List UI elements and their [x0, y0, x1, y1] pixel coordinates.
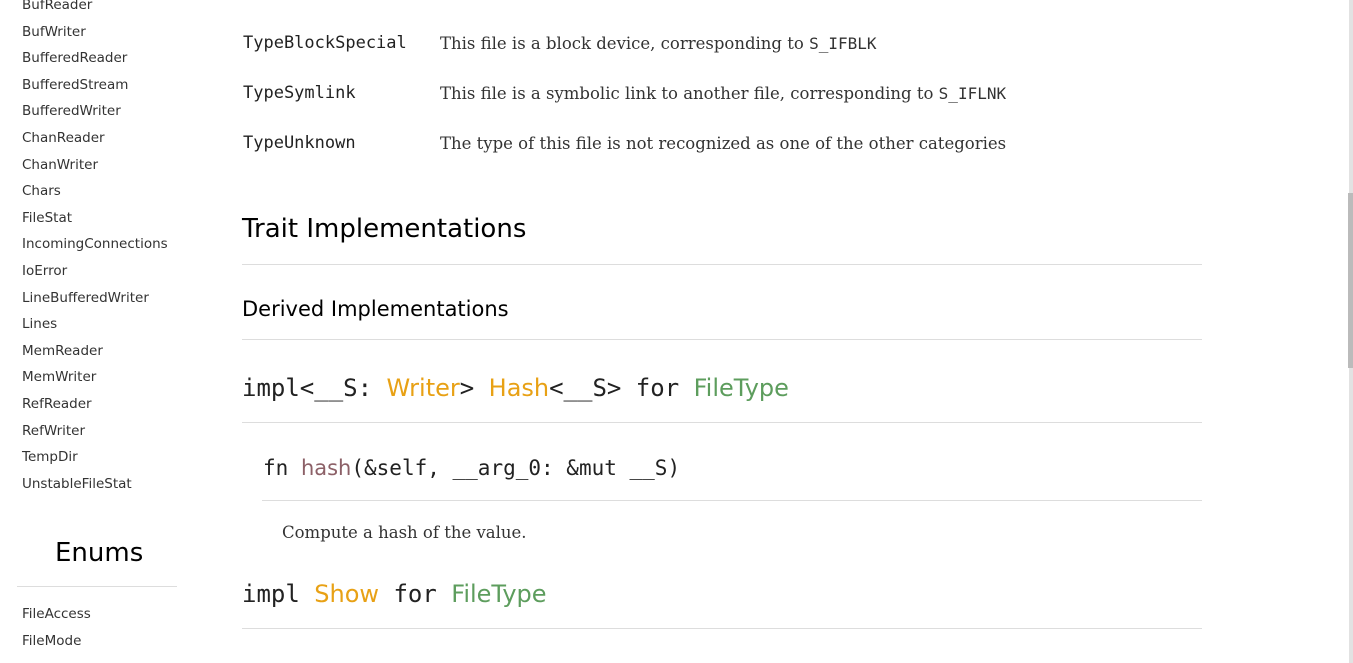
description-text: The type of this file is not recognized …	[440, 134, 1007, 153]
code-text: impl	[242, 580, 315, 608]
hash-link[interactable]: Hash	[488, 374, 550, 402]
impl-hash-header: impl<__S: Writer> Hash<__S> for FileType	[242, 374, 789, 402]
description-text: This file is a block device, correspondi…	[440, 34, 810, 53]
code-text: impl<__S:	[242, 374, 387, 402]
sidebar-item[interactable]: BufferedStream	[22, 76, 129, 93]
sidebar-item[interactable]: UnstableFileStat	[22, 475, 132, 492]
code-text: fn	[263, 456, 301, 480]
divider	[242, 264, 1202, 265]
sidebar-item[interactable]: IncomingConnections	[22, 236, 168, 253]
sidebar-item[interactable]: FileAccess	[22, 606, 91, 622]
sidebar-item[interactable]: BufWriter	[22, 23, 86, 40]
sidebar-item[interactable]: RefWriter	[22, 422, 86, 439]
variant-description: This file is a block device, correspondi…	[440, 34, 877, 53]
sidebar-item[interactable]: MemReader	[22, 342, 103, 359]
sidebar-item[interactable]: MemWriter	[22, 369, 97, 386]
sidebar-item[interactable]: BufferedWriter	[22, 103, 121, 120]
divider	[17, 586, 177, 587]
sidebar-item[interactable]: TempDir	[22, 449, 78, 466]
method-hash-signature: fn hash(&self, __arg_0: &mut __S)	[263, 456, 680, 480]
code-text: for	[379, 580, 452, 608]
sidebar-item[interactable]: Chars	[22, 183, 61, 200]
sidebar-item[interactable]: BufferedReader	[22, 50, 128, 67]
divider	[262, 500, 1202, 501]
impl-show-header: impl Show for FileType	[242, 580, 547, 608]
method-doc: Compute a hash of the value.	[282, 523, 527, 542]
description-text: This file is a symbolic link to another …	[440, 84, 939, 103]
sidebar-item[interactable]: Lines	[22, 316, 58, 333]
enums-heading: Enums	[55, 538, 144, 568]
code-text: (&self, __arg_0: &mut __S)	[351, 456, 681, 480]
variant-name: TypeBlockSpecial	[243, 33, 407, 53]
divider	[242, 422, 1202, 423]
filetype-link[interactable]: FileType	[451, 580, 547, 608]
code-text: <__S> for	[549, 374, 694, 402]
sidebar-item[interactable]: ChanWriter	[22, 156, 99, 173]
sidebar-item[interactable]: FileStat	[22, 209, 73, 226]
variant-description: The type of this file is not recognized …	[440, 134, 1006, 153]
variant-description: This file is a symbolic link to another …	[440, 84, 1006, 103]
divider	[242, 339, 1202, 340]
derived-implementations-heading: Derived Implementations	[242, 297, 509, 321]
code-text: >	[459, 374, 489, 402]
writer-link[interactable]: Writer	[386, 374, 460, 402]
sidebar-item[interactable]: FileMode	[22, 632, 82, 649]
show-link[interactable]: Show	[314, 580, 380, 608]
sidebar-item[interactable]: BufReader	[22, 0, 93, 13]
sidebar-item[interactable]: IoError	[22, 263, 68, 279]
filetype-link[interactable]: FileType	[693, 374, 789, 402]
variant-name: TypeSymlink	[243, 83, 356, 103]
hash-method-link[interactable]: hash	[300, 456, 352, 480]
sidebar-item[interactable]: LineBufferedWriter	[22, 289, 149, 306]
variant-name: TypeUnknown	[243, 133, 356, 153]
scrollbar-thumb[interactable]	[1348, 193, 1353, 368]
trait-implementations-heading: Trait Implementations	[242, 214, 527, 244]
sidebar-item[interactable]: ChanReader	[22, 130, 105, 146]
inline-code: S_IFLNK	[938, 84, 1007, 103]
inline-code: S_IFBLK	[809, 34, 877, 53]
divider	[242, 628, 1202, 629]
sidebar-item[interactable]: RefReader	[22, 396, 92, 412]
